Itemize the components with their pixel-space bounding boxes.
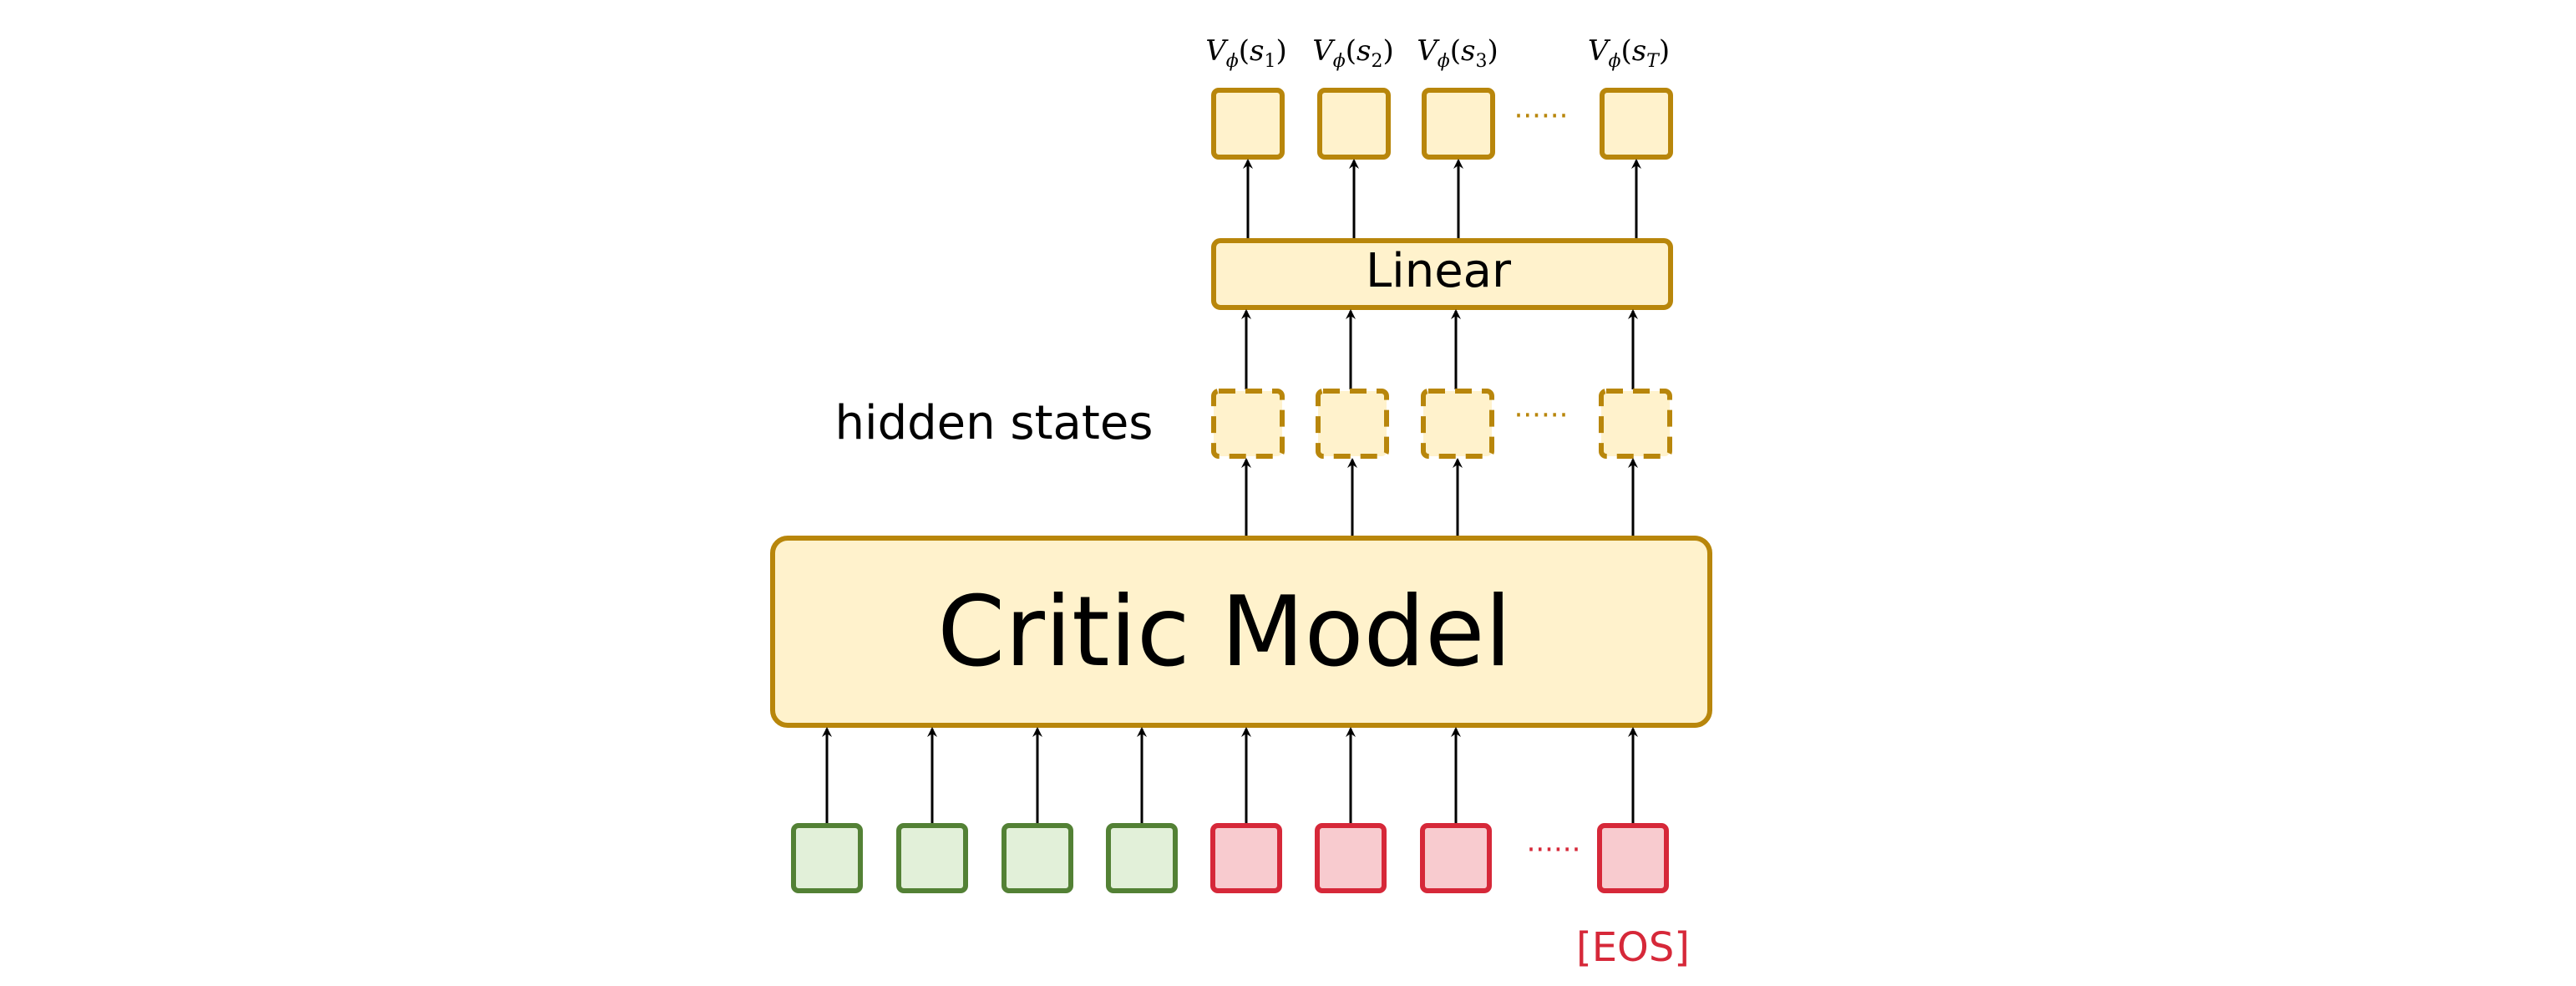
output-labels: Vϕ(s1) Vϕ(s2) Vϕ(s3) Vϕ(sT) (1205, 34, 1670, 72)
hidden-state-box-3 (1421, 389, 1494, 459)
output-label-3: Vϕ(s3) (1417, 34, 1498, 72)
prompt-token-3 (1001, 823, 1073, 893)
hidden-state-box-1 (1211, 389, 1285, 459)
output-boxes (1211, 88, 1673, 160)
hidden-ellipsis: ······ (1514, 399, 1569, 432)
linear-layer-label: Linear (1366, 244, 1512, 298)
response-ellipsis: ······ (1527, 833, 1581, 867)
arrows-hidden-to-linear (1241, 309, 1638, 389)
output-box-T (1600, 88, 1673, 160)
arrows-linear-to-output (1243, 159, 1641, 241)
response-token-1 (1210, 823, 1282, 893)
prompt-token-4 (1106, 823, 1178, 893)
prompt-token-2 (896, 823, 968, 893)
hidden-states-label: hidden states (835, 396, 1154, 450)
output-label-2: Vϕ(s2) (1312, 34, 1394, 72)
hidden-state-box-2 (1316, 389, 1389, 459)
output-box-1 (1211, 88, 1285, 160)
response-token-eos (1597, 823, 1669, 893)
linear-layer-box (1211, 238, 1673, 310)
output-box-2 (1317, 88, 1391, 160)
hidden-state-box-T (1599, 389, 1672, 459)
prompt-token-1 (791, 823, 863, 893)
critic-model-label: Critic Model (937, 576, 1512, 689)
hidden-state-boxes (1211, 389, 1672, 459)
arrows-critic-to-hidden (1241, 458, 1638, 536)
prompt-tokens (791, 823, 1178, 893)
output-box-3 (1422, 88, 1495, 160)
eos-label: [EOS] (1576, 924, 1690, 971)
output-ellipsis: ······ (1514, 99, 1569, 133)
response-token-2 (1315, 823, 1387, 893)
output-label-1: Vϕ(s1) (1205, 34, 1287, 72)
response-token-3 (1420, 823, 1492, 893)
response-tokens (1210, 823, 1669, 893)
arrows-input-to-critic (822, 727, 1638, 824)
critic-model-box (770, 536, 1712, 728)
output-label-T: Vϕ(sT) (1588, 34, 1670, 72)
